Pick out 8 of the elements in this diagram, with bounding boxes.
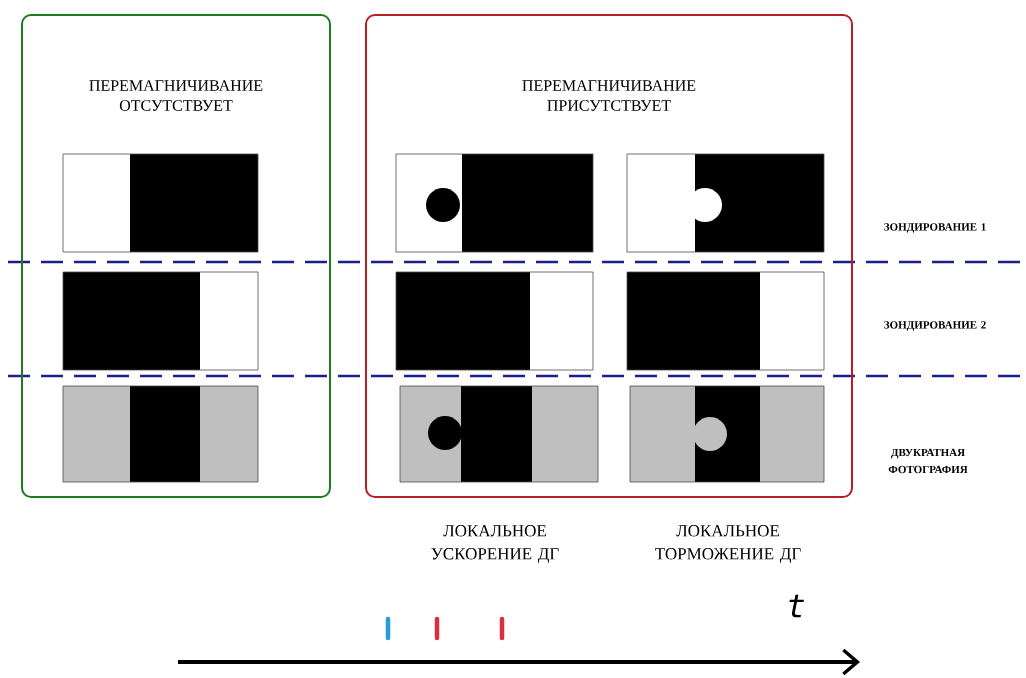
axis-label: t xyxy=(789,594,804,618)
row-label: ЗОНДИРОВАНИЕ 1 xyxy=(884,223,986,233)
panel: ПЕРЕМАГНИЧИВАНИЕ ОТСУТСТВУЕТ xyxy=(21,14,331,498)
panel: ПЕРЕМАГНИЧИВАНИЕ ПРИСУТСТВУЕТ xyxy=(365,14,853,498)
column-caption: ЛОКАЛЬНОЕ ТОРМОЖЕНИЕ ДГ xyxy=(655,525,801,563)
row-label: ЗОНДИРОВАНИЕ 2 xyxy=(884,321,986,331)
row-label: ДВУКРАТНАЯ ФОТОГРАФИЯ xyxy=(888,448,968,474)
column-caption: ЛОКАЛЬНОЕ УСКОРЕНИЕ ДГ xyxy=(431,525,559,563)
